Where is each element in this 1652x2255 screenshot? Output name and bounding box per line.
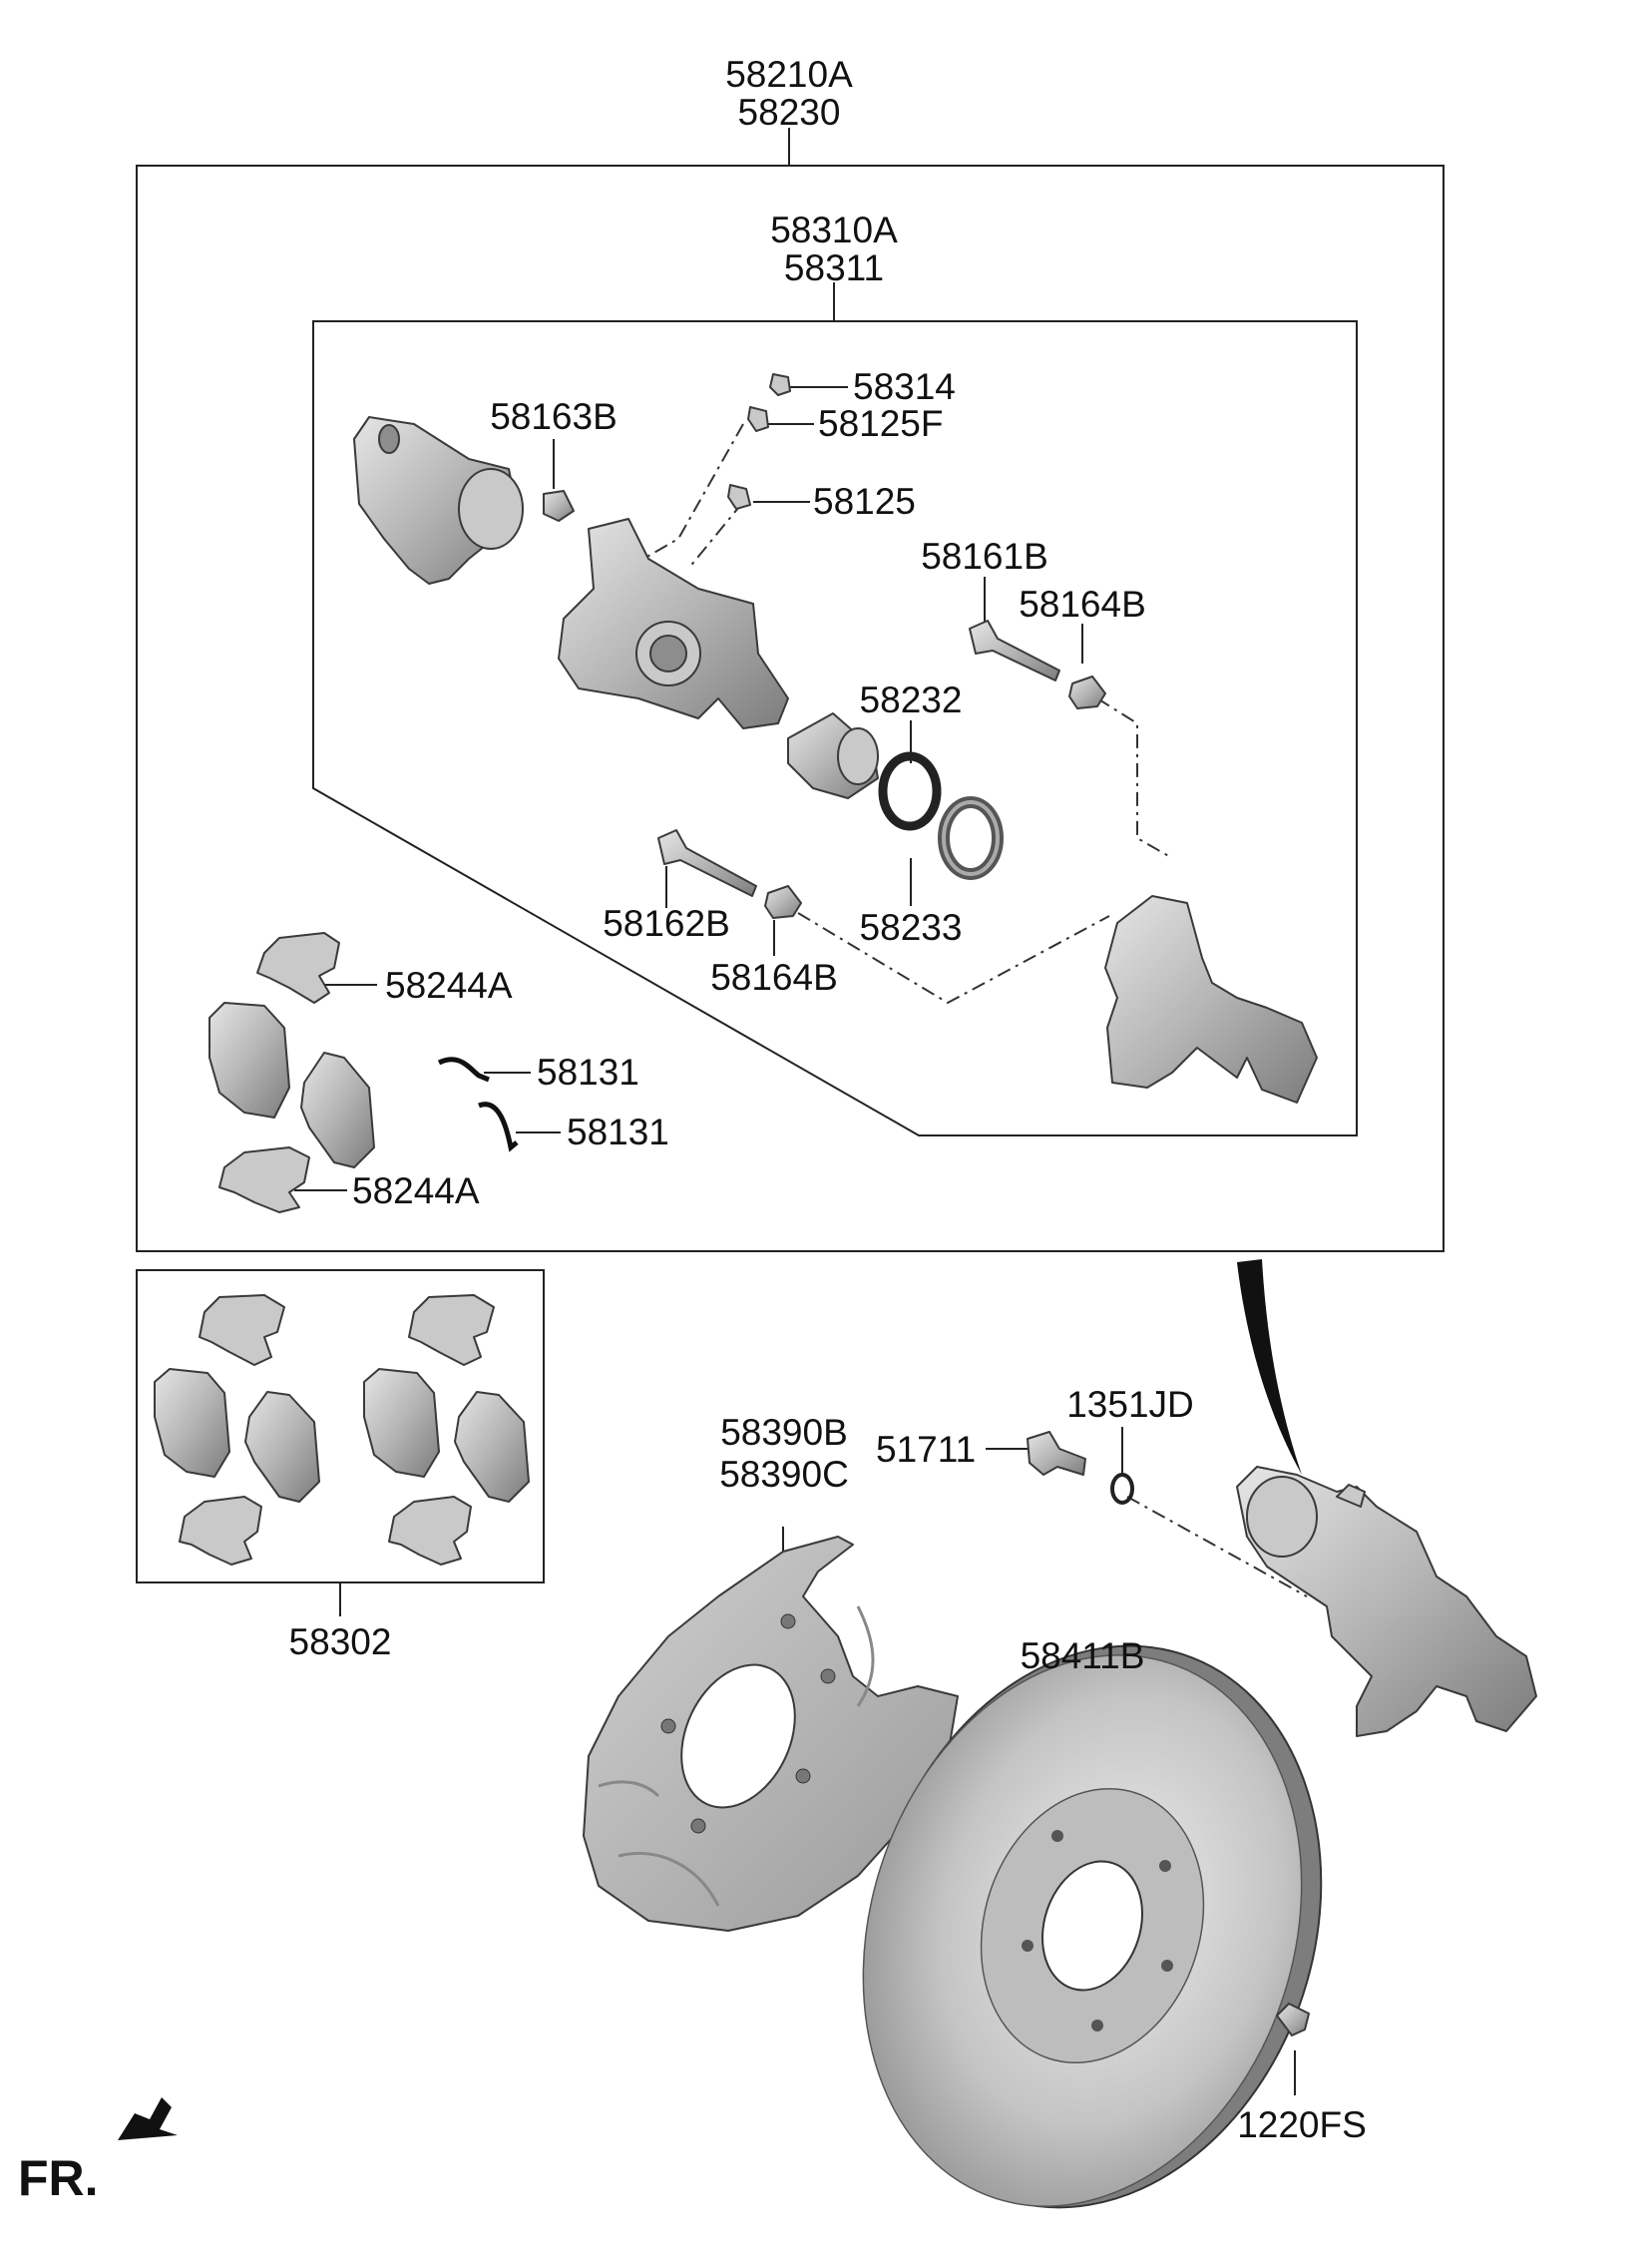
label-58164B-top: 58164B	[1019, 584, 1146, 625]
piston	[787, 712, 879, 799]
guide-pin-bolt-58161B	[969, 620, 1060, 681]
wear-sensor-bottom	[478, 1102, 519, 1152]
label-58162B: 58162B	[603, 903, 730, 944]
label-58125: 58125	[813, 481, 916, 522]
wear-sensor-top	[437, 1057, 490, 1083]
guide-pin-bolt-58163B	[543, 490, 575, 522]
label-58390C: 58390C	[719, 1454, 849, 1495]
brake-pad-inner	[208, 1002, 290, 1119]
label-58131-bottom: 58131	[567, 1112, 669, 1152]
label-58131-top: 58131	[537, 1052, 639, 1093]
guide-rod-boot-58164B-bottom	[764, 885, 802, 919]
label-58302: 58302	[289, 1621, 392, 1662]
pad-shim-clip-top	[256, 932, 340, 1004]
brake-disc	[862, 1644, 1323, 2209]
label-58210A: 58210A	[725, 54, 853, 95]
bleeder-plug	[727, 484, 751, 510]
disc-set-screw	[1276, 2003, 1310, 2036]
piston-boot	[938, 796, 1004, 880]
carrier-bracket	[1104, 895, 1318, 1104]
label-58244A-top: 58244A	[385, 965, 513, 1006]
caliper-washer	[1110, 1473, 1134, 1505]
caliper-housing	[558, 518, 789, 729]
label-1220FS: 1220FS	[1237, 2104, 1367, 2145]
label-58244A-bottom: 58244A	[352, 1170, 480, 1211]
front-arrow-icon	[118, 2097, 178, 2140]
label-58311: 58311	[784, 247, 884, 288]
label-58125F: 58125F	[818, 403, 944, 444]
label-58310A: 58310A	[770, 210, 898, 250]
label-58230: 58230	[738, 92, 841, 133]
label-51711: 51711	[876, 1429, 976, 1470]
assembly-pointer-arrow	[1237, 1259, 1302, 1475]
label-58163B: 58163B	[490, 396, 618, 437]
piston-seal	[878, 751, 942, 831]
installed-caliper-assembly	[1236, 1466, 1537, 1737]
dust-shield	[583, 1536, 959, 1932]
brake-pad-outer	[300, 1052, 375, 1168]
label-58161B: 58161B	[921, 536, 1048, 577]
label-58232: 58232	[860, 679, 963, 720]
parking-brake-motor	[353, 416, 524, 585]
bleeder-screw-cap	[769, 373, 791, 396]
guide-pin-bolt-58162B	[657, 829, 757, 897]
caliper-subassembly-box	[312, 320, 1358, 1136]
assembly-center-lines	[642, 423, 1308, 2017]
label-1351JD: 1351JD	[1066, 1384, 1194, 1425]
label-58314: 58314	[853, 366, 956, 407]
pad-kit-contents	[154, 1294, 530, 1566]
front-label: FR.	[18, 2150, 99, 2206]
label-58411B: 58411B	[1021, 1635, 1145, 1676]
label-58164B-bottom: 58164B	[710, 957, 838, 998]
pad-shim-clip-bottom	[218, 1146, 310, 1213]
label-58390B: 58390B	[720, 1412, 848, 1453]
caliper-mounting-bolt	[1027, 1431, 1086, 1476]
guide-rod-boot-58164B-top	[1068, 676, 1106, 709]
label-58233: 58233	[860, 907, 963, 948]
bleeder-screw	[747, 406, 769, 432]
